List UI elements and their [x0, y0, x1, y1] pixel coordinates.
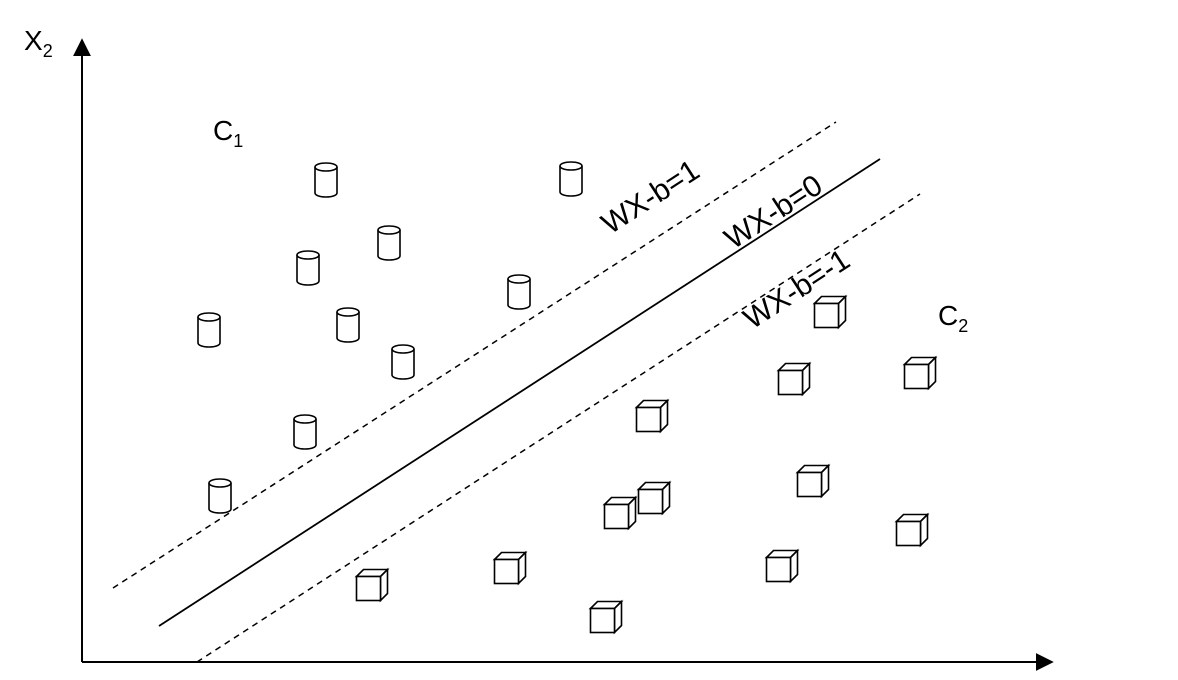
class-c2-label: C2 — [938, 300, 968, 336]
cylinder-icon — [507, 274, 531, 310]
cylinder-icon — [336, 307, 360, 343]
cylinder-icon — [197, 312, 221, 348]
cylinder-icon — [296, 250, 320, 286]
cube-icon — [354, 567, 390, 603]
upper-margin-label: WX-b=1 — [596, 154, 706, 241]
cube-icon — [634, 398, 670, 434]
y-axis-label: X2 — [24, 25, 53, 61]
decision-boundary-line — [158, 158, 881, 627]
class-c1-points — [197, 161, 583, 514]
cylinder-icon — [559, 161, 583, 197]
cube-icon — [602, 495, 638, 531]
upper-margin-line — [112, 121, 837, 589]
cube-icon — [636, 480, 672, 516]
cube-icon — [588, 599, 624, 635]
cube-icon — [492, 550, 528, 586]
class-c1-label: C1 — [213, 115, 243, 151]
cylinder-icon — [293, 414, 317, 450]
cylinder-icon — [314, 162, 338, 198]
cube-icon — [894, 512, 930, 548]
cylinder-icon — [208, 478, 232, 514]
cylinder-icon — [377, 225, 401, 261]
cube-icon — [764, 548, 800, 584]
cube-icon — [795, 463, 831, 499]
boundary-label: WX-b=0 — [719, 169, 829, 256]
cylinder-icon — [391, 344, 415, 380]
cube-icon — [776, 361, 812, 397]
lower-margin-line — [196, 193, 921, 663]
class-c2-points — [354, 294, 938, 635]
cube-icon — [902, 355, 938, 391]
cube-icon — [812, 294, 848, 330]
